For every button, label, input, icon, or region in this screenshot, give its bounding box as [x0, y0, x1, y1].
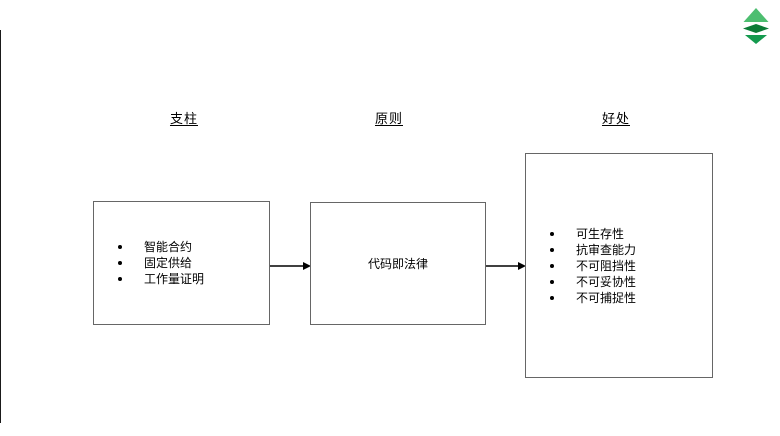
list-item-label: 不可阻挡性 — [576, 258, 637, 273]
arrowhead-icon — [303, 262, 311, 270]
list-item-label: 工作量证明 — [144, 272, 205, 286]
pillars-list: 智能合约 固定供给 工作量证明 — [118, 239, 204, 287]
list-item: 智能合约 — [118, 239, 204, 255]
list-item-label: 智能合约 — [144, 240, 193, 254]
list-item: 抗审查能力 — [550, 242, 636, 258]
bullet-dot — [550, 263, 554, 268]
bullet-dot — [550, 247, 554, 252]
column-header-benefits: 好处 — [601, 111, 630, 126]
principles-box: 代码即法律 — [310, 202, 486, 325]
bullet-dot — [118, 261, 122, 265]
column-header-pillars: 支柱 — [169, 111, 198, 126]
list-item-label: 不可妥协性 — [576, 274, 637, 289]
list-item-label: 固定供给 — [144, 256, 193, 270]
list-item: 不可捕捉性 — [550, 290, 636, 306]
arrowhead-icon — [518, 262, 526, 270]
list-item: 固定供给 — [118, 255, 204, 271]
principles-label: 代码即法律 — [367, 257, 428, 271]
column-header-principles: 原则 — [374, 111, 403, 126]
canvas-edge-line — [0, 30, 1, 423]
logo-bottom-triangle — [745, 35, 767, 44]
ethereum-classic-logo-icon — [743, 8, 769, 44]
list-item-label: 抗审查能力 — [576, 242, 637, 257]
bullet-dot — [118, 277, 122, 281]
list-item-label: 不可捕捉性 — [576, 290, 637, 305]
list-item: 不可阻挡性 — [550, 258, 636, 274]
bullet-dot — [550, 295, 554, 300]
list-item: 不可妥协性 — [550, 274, 636, 290]
bullet-dot — [550, 279, 554, 284]
logo-middle-diamond — [743, 24, 769, 33]
list-item: 可生存性 — [550, 226, 636, 242]
bullet-dot — [118, 245, 122, 249]
arrow-pillars-to-principles — [270, 262, 311, 270]
benefits-list: 可生存性 抗审查能力 不可阻挡性 不可妥协性 不可捕捉性 — [550, 226, 636, 306]
list-item-label: 可生存性 — [576, 226, 625, 241]
bullet-dot — [550, 231, 554, 236]
logo-top-triangle — [743, 8, 769, 22]
list-item: 工作量证明 — [118, 271, 204, 287]
pillars-box: 智能合约 固定供给 工作量证明 — [93, 201, 270, 325]
arrow-principles-to-benefits — [486, 262, 526, 270]
benefits-box: 可生存性 抗审查能力 不可阻挡性 不可妥协性 不可捕捉性 — [525, 153, 713, 378]
